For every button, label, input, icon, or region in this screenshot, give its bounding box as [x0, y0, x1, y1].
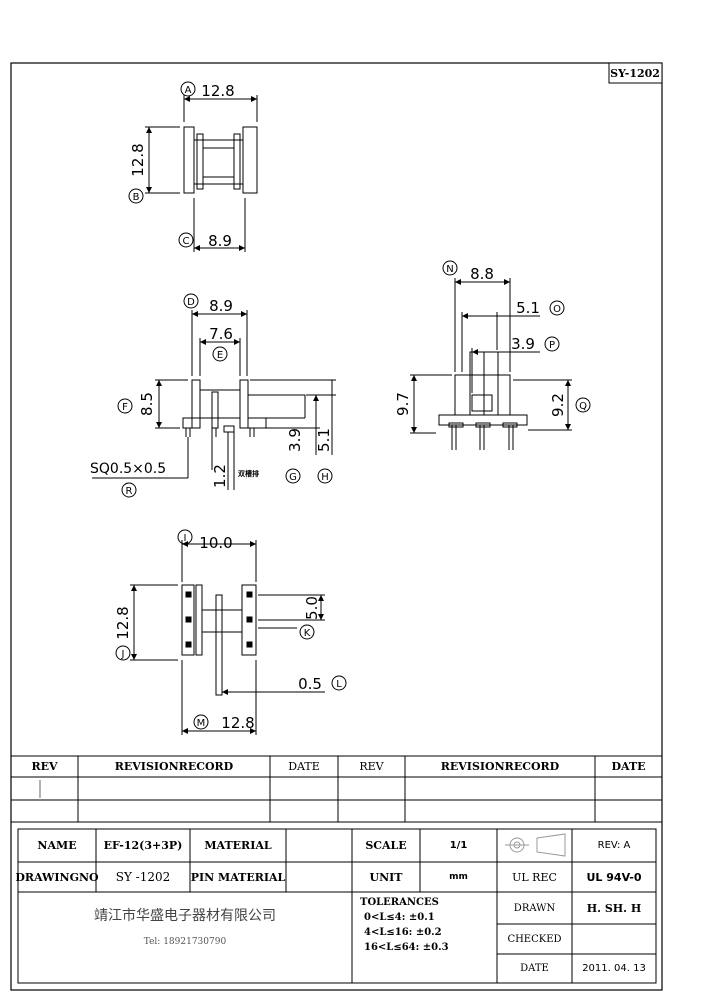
- dim-bottom-depth: 12.8: [221, 714, 254, 732]
- tolerance-3: 16<L≤64: ±0.3: [364, 942, 449, 953]
- callout-r: R: [126, 486, 133, 497]
- company-name: 靖江市华盛电子器材有限公司: [94, 908, 276, 924]
- rev-value: REV: A: [597, 840, 631, 851]
- name-label: NAME: [37, 839, 77, 852]
- dim-top-width: 12.8: [201, 82, 234, 100]
- dim-top-height: 12.8: [129, 143, 147, 176]
- callout-d: D: [187, 297, 195, 308]
- date-header-2: DATE: [611, 760, 646, 773]
- material-label: MATERIAL: [204, 839, 272, 852]
- dim-front-width: 8.9: [209, 297, 233, 315]
- callout-k: K: [304, 628, 311, 639]
- side-view: [410, 260, 591, 450]
- bottom-view: [115, 529, 347, 735]
- marker-note: 双槽排: [238, 469, 259, 478]
- drawing-no-tag-box: [608, 62, 663, 84]
- dim-front-inner: 7.6: [209, 325, 233, 343]
- pin-material-value: [286, 862, 352, 892]
- date-header-1: DATE: [288, 760, 320, 773]
- dim-side-3-9: 3.9: [511, 335, 535, 353]
- checked-label: CHECKED: [507, 933, 562, 945]
- callout-g: G: [289, 472, 297, 483]
- callout-p: P: [549, 340, 555, 351]
- drawing-no-tag: SY-1202: [610, 67, 660, 80]
- dim-top-depth: 8.9: [208, 232, 232, 250]
- callout-h: H: [321, 472, 329, 483]
- dim-bottom-height: 12.8: [114, 606, 132, 639]
- callout-l: L: [336, 679, 342, 690]
- material-value: [286, 829, 352, 862]
- callout-q: Q: [579, 401, 587, 412]
- title-block: [17, 828, 657, 984]
- tolerance-1: 0<L≤4: ±0.1: [364, 912, 435, 923]
- callout-a: A: [185, 85, 192, 96]
- dim-bottom-0-5: 0.5: [298, 675, 322, 693]
- callout-f: F: [122, 402, 128, 413]
- company-tel: Tel: 18921730790: [143, 937, 227, 947]
- pin-note: SQ0.5×0.5: [90, 461, 166, 477]
- callout-e: E: [217, 350, 223, 361]
- callout-b: B: [133, 192, 140, 203]
- drawn-label: DRAWN: [513, 902, 556, 914]
- drawn-value: H. SH. H: [586, 901, 642, 915]
- scale-label: SCALE: [365, 839, 407, 852]
- revision-record-header-2: REVISIONRECORD: [440, 760, 560, 773]
- dim-side-9-2: 9.2: [549, 393, 567, 417]
- dim-bottom-width: 10.0: [199, 534, 232, 552]
- rev-header-1: REV: [31, 760, 58, 773]
- unit-value: mm: [449, 872, 468, 882]
- callout-n: N: [446, 264, 453, 275]
- dim-front-3-9: 3.9: [286, 428, 304, 452]
- ul-rec-label: UL REC: [512, 870, 557, 884]
- drawingno-label: DRAWINGNO: [15, 870, 99, 884]
- name-value: EF-12(3+3P): [103, 839, 183, 852]
- top-view: [128, 81, 258, 252]
- projection-symbol-icon: [505, 833, 566, 857]
- dim-bottom-5-0: 5.0: [303, 596, 321, 620]
- date-label: DATE: [520, 963, 549, 974]
- callout-o: O: [553, 304, 561, 315]
- tolerance-2: 4<L≤16: ±0.2: [364, 927, 442, 938]
- scale-value: 1/1: [449, 840, 468, 851]
- unit-label: UNIT: [369, 870, 403, 884]
- ul-rec-value: UL 94V-0: [586, 870, 642, 884]
- dim-side-width: 8.8: [470, 265, 494, 283]
- dim-side-height: 9.7: [394, 392, 412, 416]
- revision-table: [11, 755, 662, 823]
- dim-front-1-2: 1.2: [211, 464, 229, 488]
- checked-value: [572, 924, 656, 954]
- callout-m: M: [197, 718, 206, 729]
- dim-front-height: 8.5: [138, 392, 156, 416]
- rev-header-2: REV: [359, 760, 384, 773]
- revision-record-header-1: REVISIONRECORD: [114, 760, 234, 773]
- front-view: [92, 293, 336, 498]
- date-value: 2011. 04. 13: [582, 963, 646, 974]
- callout-c: C: [183, 236, 190, 247]
- pin-material-label: PIN MATERIAL: [190, 870, 286, 884]
- callout-i: I: [184, 533, 187, 544]
- dim-front-5-1: 5.1: [315, 428, 333, 452]
- drawingno-value: SY -1202: [115, 870, 171, 884]
- tolerances-title: TOLERANCES: [360, 897, 439, 908]
- drawing-frame: [10, 62, 663, 991]
- dim-side-5-1: 5.1: [516, 299, 540, 317]
- callout-j: J: [121, 649, 125, 660]
